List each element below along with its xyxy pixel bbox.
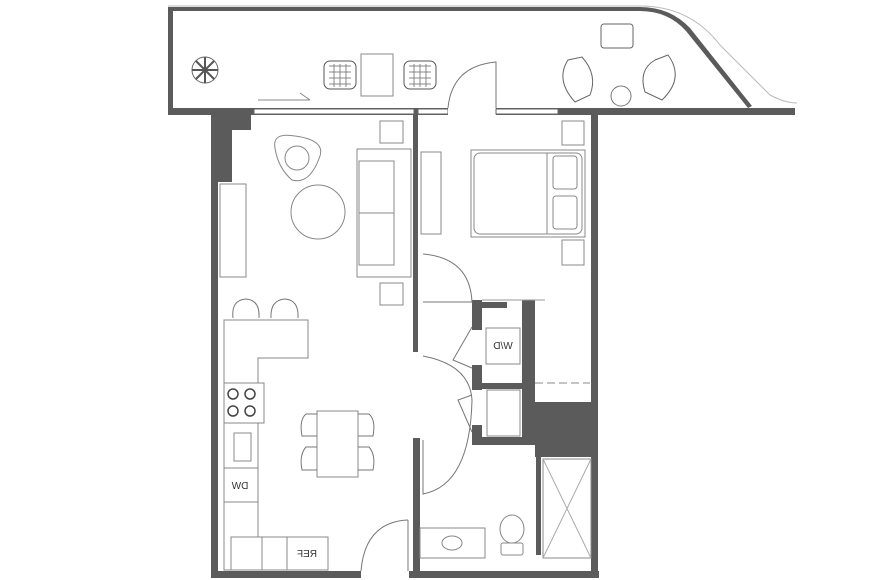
dresser (420, 151, 442, 235)
nightstand (561, 120, 585, 146)
end-table (379, 120, 404, 144)
kitchen: DW REF (223, 298, 409, 572)
dishwasher (223, 467, 259, 503)
washer-dryer-label: W/D (493, 341, 512, 352)
entry-door[interactable] (360, 519, 409, 572)
refrigerator (286, 536, 329, 571)
dining-chair (358, 446, 375, 471)
ottoman (600, 23, 634, 49)
balcony (168, 5, 798, 116)
washer-dryer (485, 327, 521, 365)
dining-chair (300, 413, 317, 437)
laundry-closet: W/D (452, 326, 521, 437)
sliding-window (253, 108, 415, 115)
refrigerator-label: REF (297, 549, 317, 560)
bathroom-door[interactable] (422, 355, 473, 495)
living-room (219, 120, 442, 306)
laundry-door[interactable] (452, 326, 473, 369)
bistro-table (360, 53, 394, 97)
nightstand (561, 239, 585, 266)
dining-chair (358, 413, 375, 437)
bathroom (419, 355, 592, 559)
dishwasher-label: DW (231, 481, 248, 492)
bar-stool (270, 298, 299, 319)
toilet (499, 514, 525, 544)
lounge-chair (562, 56, 594, 103)
closet-door[interactable] (457, 394, 473, 433)
end-table (379, 282, 404, 306)
dining-chair (300, 446, 317, 471)
bedroom-door[interactable] (422, 253, 473, 303)
walls (211, 115, 599, 578)
plant-icon (191, 56, 219, 84)
storage-closet (486, 389, 521, 437)
lounge-chair (642, 54, 676, 101)
kitchen-sink (233, 432, 252, 462)
tv-console (219, 183, 247, 278)
pillow (552, 195, 578, 230)
dining-table (316, 410, 359, 478)
window (495, 108, 559, 115)
side-table (610, 85, 632, 107)
coffee-table (290, 184, 346, 240)
bathroom-sink (441, 535, 463, 551)
pillow (552, 155, 578, 190)
stove (223, 382, 265, 424)
bedroom (422, 120, 590, 384)
balcony-door[interactable] (447, 61, 497, 109)
bar-stool (232, 298, 260, 319)
